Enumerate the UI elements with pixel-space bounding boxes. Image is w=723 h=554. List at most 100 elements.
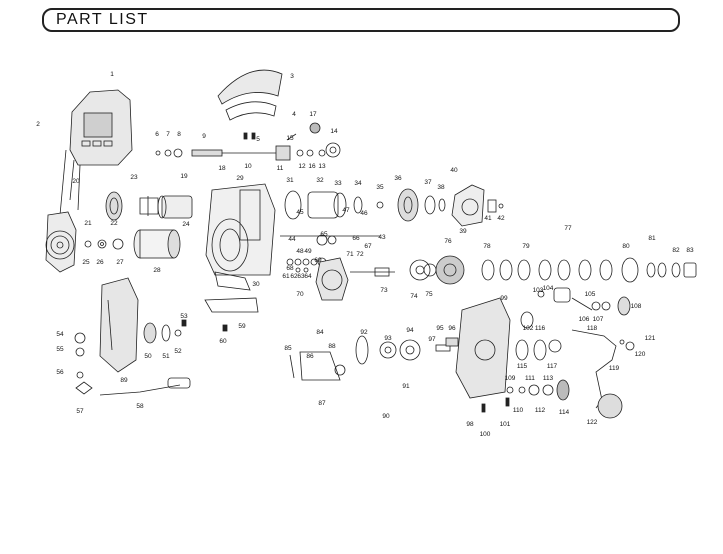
- right-side-frame: [455, 297, 511, 399]
- part-callout-96: 96: [448, 325, 456, 332]
- part-callout-10: 10: [244, 163, 252, 170]
- part-callout-9: 9: [202, 133, 206, 140]
- part-callout-61: 61: [282, 273, 290, 280]
- part-callout-32: 32: [316, 177, 324, 184]
- part-callout-26: 26: [96, 259, 104, 266]
- part-callout-57: 57: [76, 408, 84, 415]
- part-callout-109: 109: [505, 375, 516, 382]
- part-callout-119: 119: [609, 365, 620, 372]
- main-frame: [205, 183, 276, 276]
- part-callout-101: 101: [500, 421, 511, 428]
- part-callout-93: 93: [384, 335, 392, 342]
- part-callout-80: 80: [622, 243, 630, 250]
- part-callout-37: 37: [424, 179, 432, 186]
- part-callout-65: 65: [320, 231, 328, 238]
- part-callout-43: 43: [378, 234, 386, 241]
- part-callout-120: 120: [635, 351, 646, 358]
- part-callout-29: 29: [236, 175, 244, 182]
- part-callout-27: 27: [116, 259, 124, 266]
- part-callout-62: 62: [290, 273, 298, 280]
- part-callout-28: 28: [153, 267, 161, 274]
- part-callout-102: 102: [523, 325, 534, 332]
- part-callout-100: 100: [480, 431, 491, 438]
- part-callout-75: 75: [425, 291, 433, 298]
- part-callout-50: 50: [144, 353, 152, 360]
- part-callout-36: 36: [394, 175, 402, 182]
- part-callout-90: 90: [382, 413, 390, 420]
- part-callout-64: 64: [304, 273, 312, 280]
- part-callout-94: 94: [406, 327, 414, 334]
- part-callout-41: 41: [484, 215, 492, 222]
- part-callout-58: 58: [136, 403, 144, 410]
- part-callout-44: 44: [288, 236, 296, 243]
- part-callout-25: 25: [82, 259, 90, 266]
- part-callout-70: 70: [296, 291, 304, 298]
- part-callout-118: 118: [587, 325, 598, 332]
- part-callout-20: 20: [72, 178, 80, 185]
- part-callout-97: 97: [428, 336, 436, 343]
- part-callout-56: 56: [56, 369, 64, 376]
- part-callout-106: 106: [579, 316, 590, 323]
- part-callout-13: 13: [318, 163, 326, 170]
- part-callout-51: 51: [162, 353, 170, 360]
- part-callout-69: 69: [314, 257, 322, 264]
- part-callout-71: 71: [346, 251, 354, 258]
- part-callout-98: 98: [466, 421, 474, 428]
- part-callout-77: 77: [564, 225, 572, 232]
- part-callout-8: 8: [177, 131, 181, 138]
- part-callout-84: 84: [316, 329, 324, 336]
- part-callout-48: 48: [296, 248, 304, 255]
- part-callout-31: 31: [286, 177, 294, 184]
- page-title: PART LIST: [56, 11, 149, 28]
- part-callout-47: 47: [342, 207, 350, 214]
- lcd-screen: [83, 112, 113, 138]
- part-callout-92: 92: [360, 329, 368, 336]
- left-lower-side-plate: [99, 277, 139, 373]
- part-callout-89: 89: [120, 377, 128, 384]
- part-callout-17: 17: [309, 111, 317, 118]
- part-callout-54: 54: [56, 331, 64, 338]
- part-callout-2: 2: [36, 121, 40, 128]
- part-callout-91: 91: [402, 383, 410, 390]
- part-callout-122: 122: [587, 419, 598, 426]
- part-callout-40: 40: [450, 167, 458, 174]
- part-callout-79: 79: [522, 243, 530, 250]
- part-callout-95: 95: [436, 325, 444, 332]
- part-callout-7: 7: [166, 131, 170, 138]
- part-callout-60: 60: [219, 338, 227, 345]
- part-callout-59: 59: [238, 323, 246, 330]
- part-callout-82: 82: [672, 247, 680, 254]
- part-callout-11: 11: [277, 165, 284, 172]
- part-callout-45: 45: [296, 209, 304, 216]
- part-callout-81: 81: [648, 235, 656, 242]
- part-callout-63: 63: [297, 273, 305, 280]
- part-callout-121: 121: [645, 335, 656, 342]
- part-callout-24: 24: [182, 221, 190, 228]
- part-callout-1: 1: [110, 71, 114, 78]
- part-callout-86: 86: [306, 353, 314, 360]
- part-callout-111: 111: [525, 375, 535, 382]
- part-callout-35: 35: [376, 184, 384, 191]
- part-callout-52: 52: [174, 348, 182, 355]
- part-callout-107: 107: [593, 316, 604, 323]
- part-callout-46: 46: [360, 210, 368, 217]
- part-callout-85: 85: [284, 345, 292, 352]
- part-callout-83: 83: [686, 247, 694, 254]
- part-callout-21: 21: [84, 220, 92, 227]
- part-callout-3: 3: [290, 73, 294, 80]
- part-callout-30: 30: [252, 281, 260, 288]
- part-callout-67: 67: [364, 243, 372, 250]
- part-callout-22: 22: [110, 220, 118, 227]
- part-callout-99: 99: [500, 295, 508, 302]
- part-callout-87: 87: [318, 400, 326, 407]
- part-callout-18: 18: [218, 165, 226, 172]
- part-callout-88: 88: [328, 343, 336, 350]
- part-callout-74: 74: [410, 293, 418, 300]
- part-callout-114: 114: [559, 409, 570, 416]
- part-callout-73: 73: [380, 287, 388, 294]
- part-callout-108: 108: [631, 303, 642, 310]
- part-callout-4: 4: [292, 111, 296, 118]
- part-callout-103: 103: [533, 287, 544, 294]
- part-callout-78: 78: [483, 243, 491, 250]
